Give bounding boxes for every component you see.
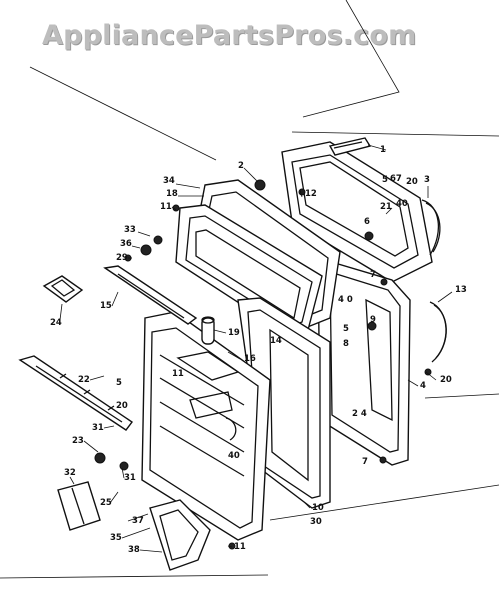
callout: 30 <box>310 517 322 527</box>
callout: 31 <box>92 423 104 433</box>
callout: 11 <box>234 542 246 552</box>
screw-part <box>367 321 377 331</box>
butter-compartment-frame <box>42 275 84 303</box>
callout: 36 <box>120 239 132 249</box>
callout: 12 <box>305 189 317 199</box>
callout: 67 <box>390 174 402 184</box>
watermark: AppliancePartsPros.com <box>42 20 417 51</box>
callout: 16 <box>244 354 256 364</box>
callout: 2 4 <box>352 409 367 419</box>
callout: 34 <box>163 176 175 186</box>
callout: 5 <box>116 378 122 388</box>
screw-part <box>119 461 129 471</box>
callout: 21 <box>380 202 392 212</box>
door-shelf-rail-lower <box>18 355 134 431</box>
callout: 22 <box>78 375 90 385</box>
callout: 11 <box>172 369 184 379</box>
callout: 32 <box>64 468 76 478</box>
screw-part <box>379 456 387 464</box>
callout: 15 <box>100 301 112 311</box>
freezer-door-gasket <box>175 204 323 337</box>
callout: 19 <box>228 328 240 338</box>
callout: 35 <box>110 533 122 543</box>
hinge-part <box>433 304 447 359</box>
cylinder-part <box>201 316 215 345</box>
scan-guide-line <box>29 66 217 161</box>
screw-part <box>380 278 388 286</box>
callout: 4 <box>420 381 426 391</box>
callout: 7 <box>370 270 376 280</box>
door-bin-part <box>149 499 211 571</box>
scan-guide-line <box>291 131 499 137</box>
callout: 23 <box>72 436 84 446</box>
callout: 2 <box>238 161 244 171</box>
freezer-handle-part <box>328 137 372 156</box>
screw-part <box>140 244 152 256</box>
callout: 20 <box>116 401 128 411</box>
callout: 40 <box>228 451 240 461</box>
callout: 31 <box>124 473 136 483</box>
screw-part <box>424 368 432 376</box>
scan-guide-line <box>269 484 499 521</box>
callout: 11 <box>160 202 172 212</box>
callout: 6 <box>364 217 370 227</box>
callout: 9 <box>370 315 376 325</box>
scan-guide-line <box>302 0 400 118</box>
callout: 4 0 <box>338 295 353 305</box>
callout: 38 <box>128 545 140 555</box>
callout: 14 <box>270 336 282 346</box>
callout: 25 <box>100 498 112 508</box>
fresh-food-door-liner <box>141 311 271 541</box>
screw-part <box>364 231 374 241</box>
callout: 18 <box>166 189 178 199</box>
door-bin-part <box>57 481 101 531</box>
callout: 13 <box>455 285 467 295</box>
callout: 37 <box>132 516 144 526</box>
callout: 20 <box>406 177 418 187</box>
scan-guide-line <box>424 393 499 399</box>
callout: 20 <box>440 375 452 385</box>
callout: 8 <box>343 339 349 349</box>
callout: 40 <box>396 199 408 209</box>
callout: 7 <box>362 457 368 467</box>
door-shelf-rail-upper <box>103 265 198 325</box>
callout: 33 <box>124 225 136 235</box>
screw-part <box>254 179 266 191</box>
callout: 24 <box>50 318 62 328</box>
hinge-part <box>429 301 447 363</box>
callout: 10 <box>312 503 324 513</box>
callout: 29 <box>116 253 128 263</box>
callout: 5 <box>382 175 388 185</box>
callout: 5 <box>343 324 349 334</box>
hinge-part <box>421 199 440 256</box>
scan-guide-line <box>0 574 269 579</box>
hinge-part <box>425 202 441 253</box>
callout: 1 <box>380 145 386 155</box>
leader-lines <box>59 144 453 553</box>
screw-part <box>94 452 106 464</box>
screw-part <box>153 235 163 245</box>
callout: 3 <box>424 175 430 185</box>
